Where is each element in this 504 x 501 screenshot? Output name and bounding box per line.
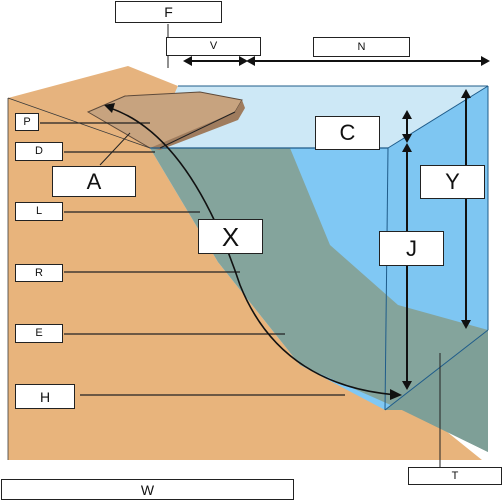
label-v: V bbox=[166, 37, 261, 56]
arrow-y-head-top bbox=[461, 89, 471, 98]
arrow-n-head-right bbox=[481, 56, 490, 66]
curved-arrow-x-head-start bbox=[104, 103, 115, 113]
arrow-v-head-right bbox=[239, 56, 248, 66]
arrow-y-head-bottom bbox=[461, 320, 471, 329]
label-n: N bbox=[313, 37, 410, 57]
sediment-floor bbox=[385, 330, 488, 452]
arrow-n-head-left bbox=[246, 56, 255, 66]
arrow-surface-depth-head-bottom bbox=[402, 134, 412, 143]
label-l: L bbox=[15, 202, 63, 221]
label-p: P bbox=[15, 113, 39, 131]
water-front-right-edge bbox=[384, 147, 389, 411]
label-y: Y bbox=[420, 165, 485, 199]
shelf-edge-line bbox=[159, 111, 236, 149]
shelf-front-edge bbox=[150, 100, 245, 150]
label-d: D bbox=[15, 142, 63, 161]
top-front-edge bbox=[7, 97, 151, 149]
arrow-j-head-bottom bbox=[402, 381, 412, 390]
label-t: T bbox=[408, 467, 502, 485]
label-w: W bbox=[1, 479, 294, 500]
label-j: J bbox=[379, 231, 444, 266]
label-x: X bbox=[198, 219, 263, 254]
arrow-v-head-left bbox=[183, 56, 192, 66]
water-floor-diagonal bbox=[384, 329, 489, 411]
label-c: C bbox=[315, 116, 380, 150]
arrow-surface-depth-head-top bbox=[402, 110, 412, 119]
pointer-a bbox=[99, 132, 131, 166]
curved-arrow-x bbox=[109, 107, 399, 396]
label-r: R bbox=[15, 264, 63, 282]
arrow-j-head-top bbox=[402, 143, 412, 152]
curved-arrow-x-head-end bbox=[390, 389, 402, 400]
label-e: E bbox=[15, 324, 63, 343]
label-f: F bbox=[115, 1, 222, 23]
label-a: A bbox=[52, 166, 136, 197]
label-h: H bbox=[15, 384, 75, 409]
